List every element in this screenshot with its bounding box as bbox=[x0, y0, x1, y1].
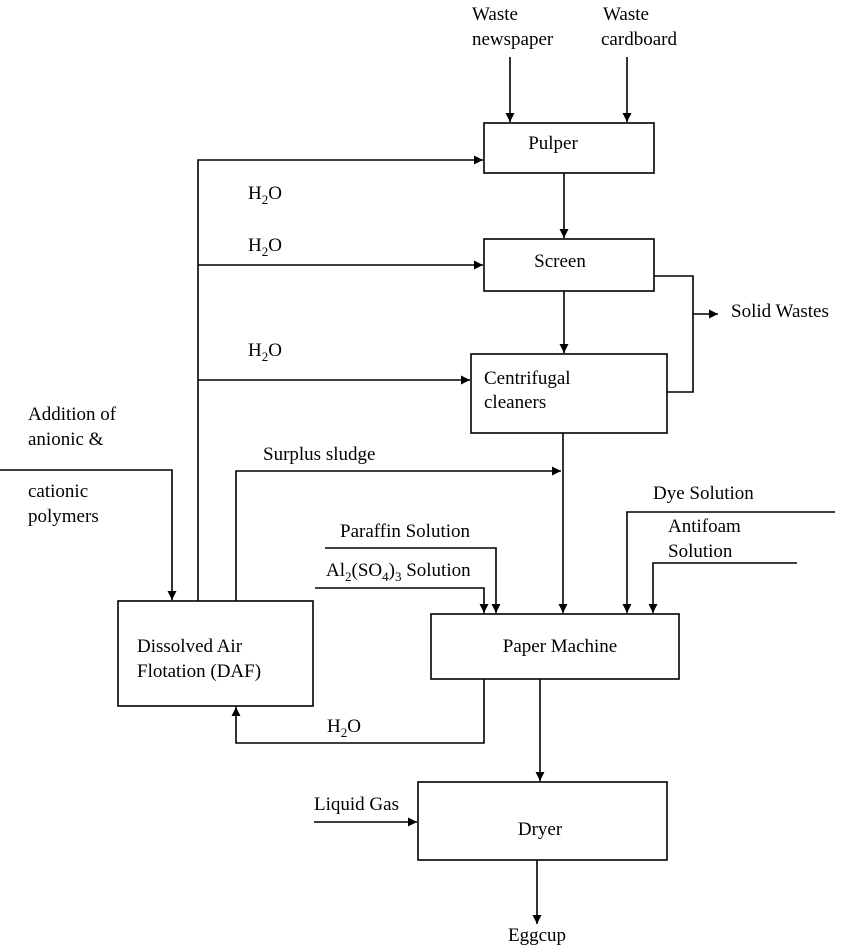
paper-machine-label: Paper Machine bbox=[503, 636, 617, 657]
waste-cardboard-label-line1: Waste bbox=[603, 4, 649, 25]
screen-box bbox=[483, 238, 655, 292]
water-label-pulper: H2O bbox=[248, 183, 282, 207]
polymers-to-daf-arrow bbox=[0, 469, 177, 600]
centrifugal-cleaners-box bbox=[470, 353, 668, 434]
surplus-sludge-label: Surplus sludge bbox=[263, 444, 375, 465]
alum-solution-label: Al2(SO4)3 Solution bbox=[326, 560, 471, 584]
waste-newspaper-label-line1: Waste bbox=[472, 4, 518, 25]
daf-label-line2: Flotation (DAF) bbox=[137, 661, 261, 682]
water-label-daf: H2O bbox=[327, 716, 361, 740]
dryer-box bbox=[417, 781, 668, 861]
dryer-label: Dryer bbox=[518, 819, 563, 840]
surplus-sludge-arrow bbox=[235, 466, 561, 601]
water-to-pulper-arrow bbox=[197, 155, 483, 601]
cleaners-label-line1: Centrifugal bbox=[484, 368, 571, 389]
antifoam-solution-label-line1: Antifoam bbox=[668, 516, 741, 537]
paraffin-to-paper-machine-arrow bbox=[325, 547, 501, 613]
daf-box bbox=[117, 600, 314, 707]
waste-newspaper-label-line2: newspaper bbox=[472, 29, 554, 50]
polymers-label-line3: cationic bbox=[28, 481, 88, 502]
screen-label: Screen bbox=[534, 251, 586, 272]
eggcup-label: Eggcup bbox=[508, 925, 566, 946]
paraffin-solution-label: Paraffin Solution bbox=[340, 521, 471, 542]
water-to-daf-arrow bbox=[231, 679, 485, 744]
polymers-label-line4: polymers bbox=[28, 506, 99, 527]
pulper-label: Pulper bbox=[528, 133, 578, 154]
pulper-box bbox=[483, 122, 655, 174]
water-label-cleaners: H2O bbox=[248, 340, 282, 364]
polymers-label-line1: Addition of bbox=[28, 404, 117, 425]
daf-label-line1: Dissolved Air bbox=[137, 636, 243, 657]
water-label-screen: H2O bbox=[248, 235, 282, 259]
solid-wastes-collector-line bbox=[654, 275, 694, 393]
antifoam-to-paper-machine-arrow bbox=[648, 562, 797, 613]
liquid-gas-label: Liquid Gas bbox=[314, 794, 399, 815]
antifoam-solution-label-line2: Solution bbox=[668, 541, 733, 562]
waste-cardboard-label-line2: cardboard bbox=[601, 29, 677, 50]
paper-machine-box bbox=[430, 613, 680, 680]
polymers-label-line2: anionic & bbox=[28, 429, 104, 450]
dye-to-paper-machine-arrow bbox=[622, 511, 835, 613]
solid-wastes-label: Solid Wastes bbox=[731, 301, 829, 322]
dye-solution-label: Dye Solution bbox=[653, 483, 754, 504]
cleaners-label-line2: cleaners bbox=[484, 392, 546, 413]
alum-to-paper-machine-arrow bbox=[315, 587, 489, 613]
